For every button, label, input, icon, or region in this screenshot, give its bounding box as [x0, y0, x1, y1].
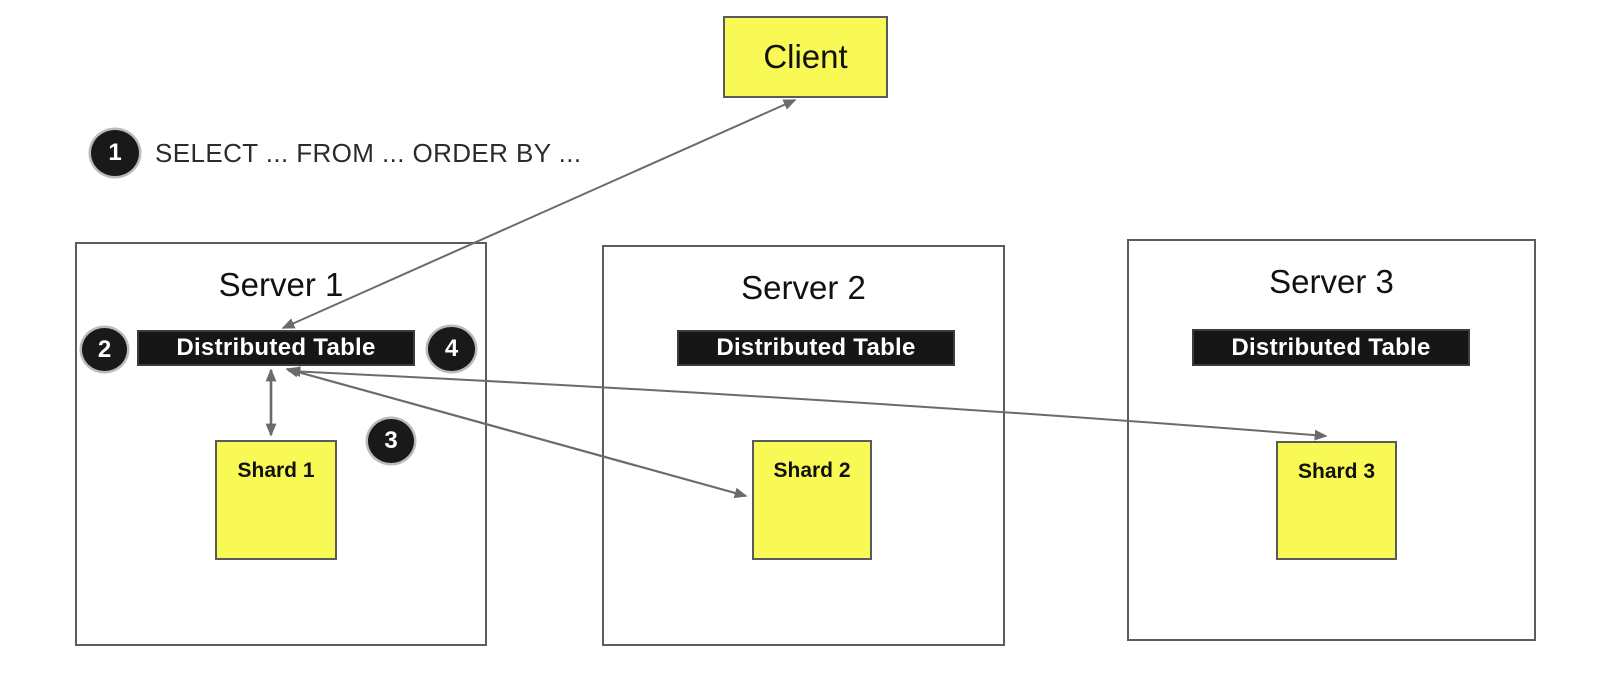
- server-1-title: Server 1: [218, 266, 344, 303]
- server-3-title: Server 3: [1269, 263, 1394, 300]
- step-4-badge: 4: [428, 327, 475, 371]
- server-2-distributed-table: Distributed Table: [677, 330, 955, 366]
- server-3-box: Server 3: [1127, 239, 1536, 641]
- server-1-distributed-table: Distributed Table: [137, 330, 415, 366]
- server-2-title: Server 2: [741, 269, 866, 306]
- client-node: Client: [723, 16, 888, 98]
- shard-1-label: Shard 1: [237, 459, 315, 482]
- shard-2-node: Shard 2: [752, 440, 872, 560]
- client-label: Client: [763, 38, 848, 75]
- shard-3-label: Shard 3: [1297, 460, 1376, 483]
- shard-2-label: Shard 2: [773, 459, 851, 482]
- step-2-badge: 2: [82, 328, 127, 371]
- server-3-distributed-table: Distributed Table: [1192, 329, 1470, 366]
- query-annotation: SELECT ... FROM ... ORDER BY ...: [155, 138, 582, 168]
- shard-1-node: Shard 1: [215, 440, 337, 560]
- step-3-badge: 3: [368, 419, 414, 463]
- step-1-badge: 1: [91, 130, 139, 176]
- shard-3-node: Shard 3: [1276, 441, 1397, 560]
